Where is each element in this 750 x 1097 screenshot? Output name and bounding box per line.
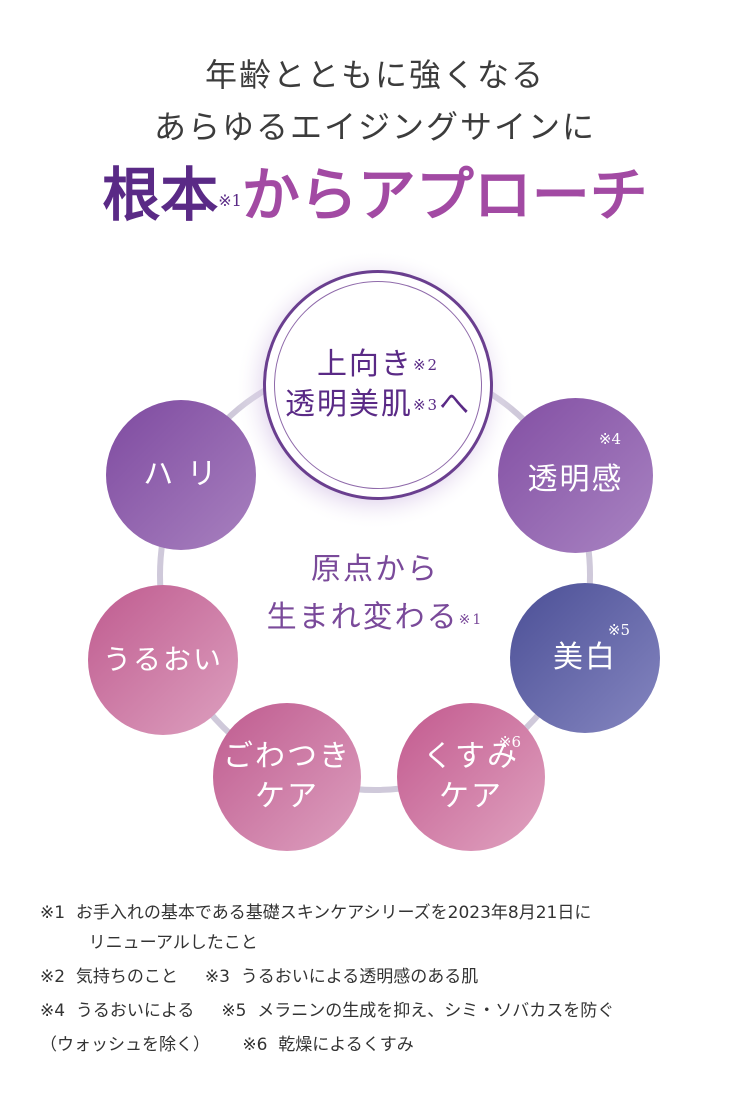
goal-circle-inner-ring bbox=[274, 281, 482, 489]
benefit-hari: ハ リ bbox=[106, 400, 256, 550]
footnotes: ※1 お手入れの基本である基礎スキンケアシリーズを2023年8月21日に リニュ… bbox=[40, 898, 730, 1060]
footnote-4-cont-6: （ウォッシュを除く） ※6 乾燥によるくすみ bbox=[40, 1035, 414, 1055]
benefit-roughness-label1: ごわつき bbox=[223, 739, 351, 774]
goal-circle: 上向き※2 透明美肌※3へ bbox=[263, 270, 493, 500]
center-text: 原点から 生まれ変わる※1 bbox=[225, 546, 525, 642]
benefit-clarity-label: 透明感 bbox=[527, 461, 624, 497]
benefit-roughness-care: ごわつき ケア bbox=[213, 703, 361, 851]
benefit-dullness-care: ※6 くすみ ケア bbox=[397, 703, 545, 851]
footnote-2-3: ※2 気持ちのこと ※3 うるおいによる透明感のある肌 bbox=[40, 967, 479, 987]
footnote-4-5: ※4 うるおいによる ※5 メラニンの生成を抑え、シミ・ソバカスを防ぐ bbox=[40, 1001, 615, 1021]
benefit-moisture: うるおい bbox=[88, 585, 238, 735]
benefit-clarity: ※4 透明感 bbox=[498, 398, 653, 553]
benefit-roughness-label2: ケア bbox=[255, 779, 319, 814]
footnote-1: ※1 お手入れの基本である基礎スキンケアシリーズを2023年8月21日に bbox=[40, 903, 592, 923]
headline-line2: あらゆるエイジングサインに bbox=[153, 108, 597, 146]
benefit-clarity-mark: ※4 bbox=[598, 430, 621, 448]
footnote-1-cont: リニューアルしたこと bbox=[40, 933, 258, 953]
benefit-whitening-label: 美白 bbox=[553, 640, 617, 675]
benefit-whitening: ※5 美白 bbox=[510, 583, 660, 733]
benefit-dullness-label1: くすみ bbox=[423, 739, 519, 774]
headline-line1: 年齢とともに強くなる bbox=[204, 56, 545, 94]
center-text-line2: 生まれ変わる※1 bbox=[266, 600, 484, 635]
center-text-line1: 原点から bbox=[311, 552, 439, 587]
main-title: 根本※1からアプローチ bbox=[102, 161, 648, 229]
benefit-dullness-label2: ケア bbox=[439, 779, 503, 814]
benefit-hari-label: ハ リ bbox=[143, 457, 219, 492]
benefit-moisture-label: うるおい bbox=[102, 643, 223, 676]
benefit-dullness-mark: ※6 bbox=[498, 733, 521, 751]
benefit-whitening-mark: ※5 bbox=[607, 621, 630, 639]
